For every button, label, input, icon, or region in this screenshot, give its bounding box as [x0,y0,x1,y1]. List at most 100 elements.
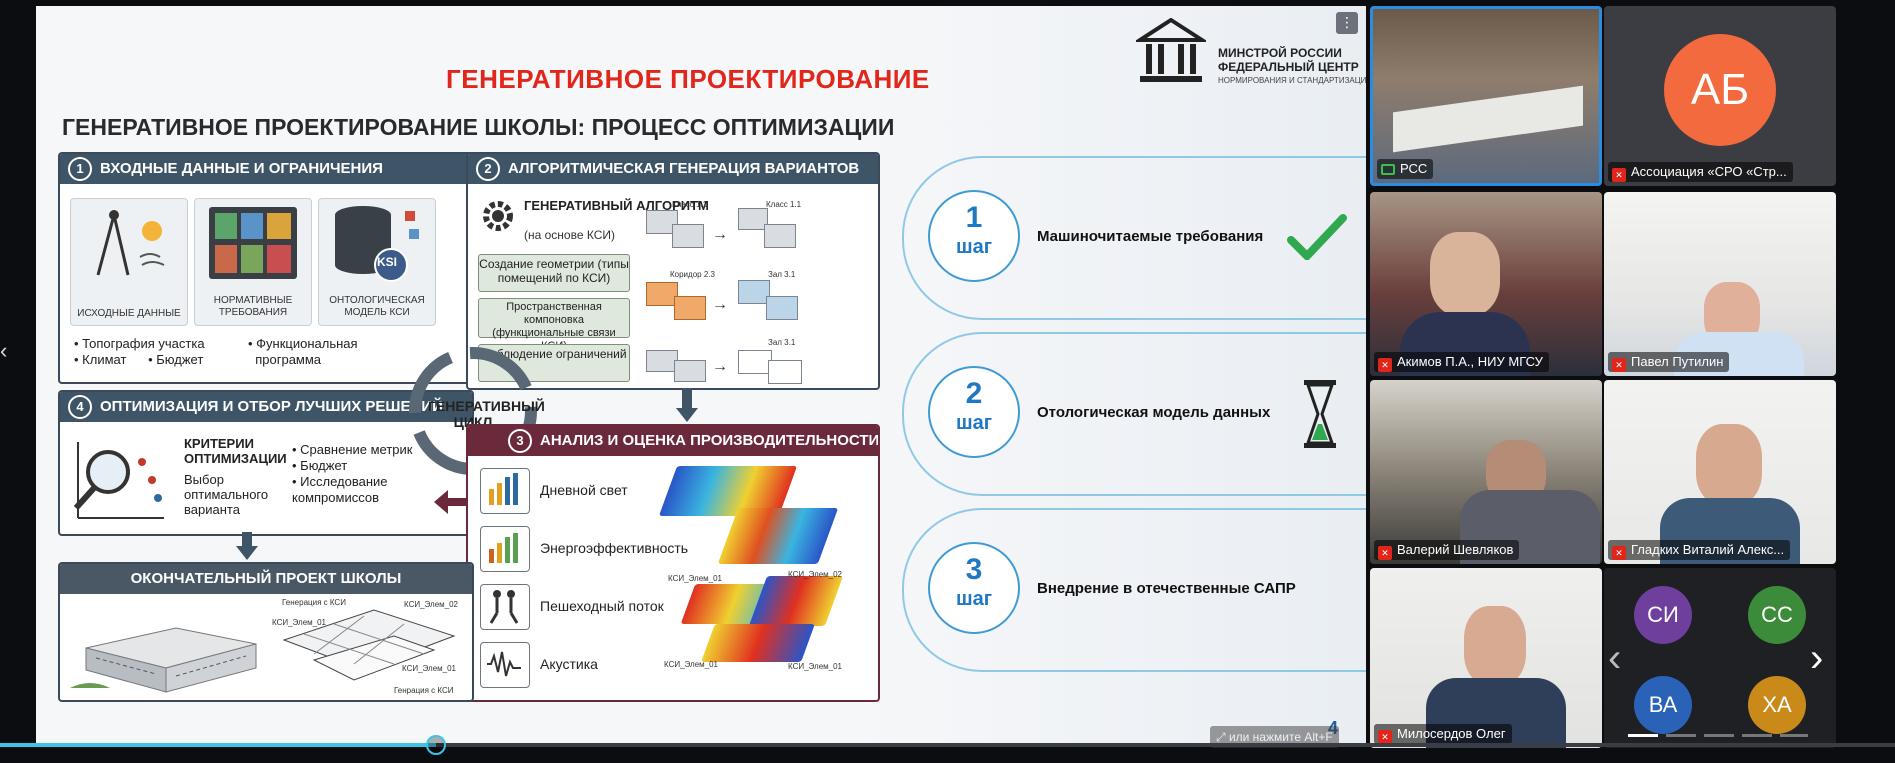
step-1-text: Машиночитаемые требования [1037,228,1264,245]
bullet-budget: • Бюджет [292,458,348,473]
database-icon [335,206,419,282]
chevron-right-icon[interactable]: › [1810,636,1824,680]
mic-off-icon: ✕ [1378,730,1392,744]
participant-name: РСС [1400,161,1428,176]
participant-tile-akimov[interactable]: ✕Акимов П.А., НИУ МГСУ [1370,192,1602,376]
avatar[interactable]: СИ [1634,586,1692,644]
step-2-badge: 2 шаг [928,366,1020,458]
heatmap-building [717,508,839,564]
step-word: шаг [955,588,993,610]
step-3: 3 шаг Внедрение в отечественные САПР [902,508,1366,672]
step-2-text: Отологическая модель данных [1037,404,1271,421]
participant-tile-gladkikh[interactable]: ✕Гладких Виталий Алекс... [1604,380,1836,564]
cube-block [764,224,796,248]
person-face [1696,424,1762,506]
cube-block-orange [674,296,706,320]
final-label: КСИ_Элем_01 [272,618,326,627]
panel-number: 3 [508,429,532,453]
input-bullets-left: • Топография участка • Климат • Бюджет [74,336,205,368]
panel-number: 2 [476,157,500,181]
ministry-logo: МИНСТРОЙ РОССИИ ФЕДЕРАЛЬНЫЙ ЦЕНТР НОРМИР… [1136,18,1366,88]
hourglass-icon [1304,380,1336,448]
bullet-climate-budget: • Климат • Бюджет [74,352,204,367]
label-hall: Зал 3.1 [768,270,796,279]
bullet-functional: • Функциональная [248,336,358,351]
avatar[interactable]: СС [1748,586,1806,644]
step-number: 1 [965,201,983,234]
mic-off-icon: ✕ [1612,546,1626,560]
criteria-title: КРИТЕРИИ ОПТИМИЗАЦИИ [184,436,287,466]
logo-line-2: ФЕДЕРАЛЬНЫЙ ЦЕНТР [1218,60,1359,74]
step-1-badge: 1 шаг [928,190,1020,282]
heatmap-building [748,576,844,626]
participant-name: Валерий Шевляков [1397,542,1514,557]
acoustics-icon [480,642,530,688]
ministry-emblem-icon [1136,18,1206,82]
panel-title: ОКОНЧАТЕЛЬНЫЙ ПРОЕКТ ШКОЛЫ [60,564,472,594]
arrow-down-icon [676,388,698,422]
chevron-left-icon[interactable]: ‹ [0,338,8,363]
heatmap-label: КСИ_Элем_02 [788,570,842,579]
panel-title: АЛГОРИТМИЧЕСКАЯ ГЕНЕРАЦИЯ ВАРИАНТОВ [508,160,860,177]
energy-icon [480,526,530,572]
metric-acoustics: Акустика [540,656,598,672]
gear-icon [483,201,513,231]
avatar: АБ [1664,34,1776,146]
final-label: КСИ_Элем_02 [404,600,458,609]
fullscreen-icon: ⤢ [1216,730,1229,744]
avatar[interactable]: ВА [1634,676,1692,734]
label-corridor: Коридор 2.3 [670,270,715,279]
arrow-down-icon [236,532,258,560]
algo-subtitle: (на основе КСИ) [524,228,615,242]
card-normative: НОРМАТИВНЫЕ ТРЕБОВАНИЯ [194,198,312,326]
card-source-data: ИСХОДНЫЕ ДАННЫЕ [70,198,188,326]
step-3-badge: 3 шаг [928,542,1020,634]
heatmap-label: КСИ_Элем_01 [668,574,722,583]
mic-off-icon: ✕ [1612,168,1626,182]
slide-main-title: ГЕНЕРАТИВНОЕ ПРОЕКТИРОВАНИЕ [446,64,930,94]
avatar[interactable]: ХА [1748,676,1806,734]
cube-block-orange [646,282,678,306]
metric-pedestrian: Пешеходный поток [540,598,664,614]
playback-progress-bar[interactable] [0,735,1895,755]
step-number: 3 [965,553,983,586]
heatmap-building [701,624,815,662]
fullscreen-hint-text: или нажмите Alt+F [1228,730,1333,744]
input-bullets-right: • Функциональная программа [248,336,358,368]
bullet-topography: • Топография участка [74,336,205,351]
metric-daylight: Дневной свет [540,482,628,498]
participant-name: Ассоциация «СРО «Стр... [1631,164,1787,179]
mic-off-icon: ✕ [1378,546,1392,560]
books-icon [209,207,297,279]
magnifier-chart-icon [73,442,164,519]
cube-block [768,360,802,384]
arrow-right-icon: → [712,296,728,313]
logo-line-3: НОРМИРОВАНИЯ И СТАНДАРТИЗАЦИИ [1218,76,1366,85]
box-layout: Пространственная компоновка (функциональ… [478,298,630,352]
pedestrian-icon [480,584,530,630]
participant-tile-miloserdov[interactable]: ✕ Милосердов Олег [1370,568,1602,748]
participant-tile-rcc[interactable]: РСС [1370,6,1602,186]
ksi-badge: KSI [376,255,397,269]
participant-tile-putilin[interactable]: ✕Павел Путилин [1604,192,1836,376]
school-building-icon [70,627,257,693]
arrow-right-icon: → [712,226,728,243]
participant-name: Милосердов Олег [1397,726,1506,741]
label-hall: Зал 3.1 [768,338,796,347]
progress-handle[interactable] [425,735,446,755]
cube-block [738,350,772,374]
person-face [1464,606,1526,686]
metric-energy: Энергоэффективность [540,540,689,556]
participant-tile-association[interactable]: АБ ✕ Ассоциация «СРО «Стр... [1604,6,1836,186]
participant-name: Акимов П.А., НИУ МГСУ [1397,354,1543,369]
step-word: шаг [955,236,993,258]
algo-title: ГЕНЕРАТИВНЫЙ АЛГОРИТМ [524,198,709,213]
chevron-left-icon[interactable]: ‹ [1608,636,1622,680]
step-number: 2 [965,377,983,410]
heatmap-label: КСИ_Элем_01 [788,662,842,671]
person-face [1430,232,1500,316]
participant-tile-shevlyakov[interactable]: ✕ Валерий Шевляков [1370,380,1602,564]
panel-final-project: ОКОНЧАТЕЛЬНЫЙ ПРОЕКТ ШКОЛЫ Генерация с К… [58,562,474,702]
more-options-button[interactable]: ⋮ [1336,12,1358,34]
